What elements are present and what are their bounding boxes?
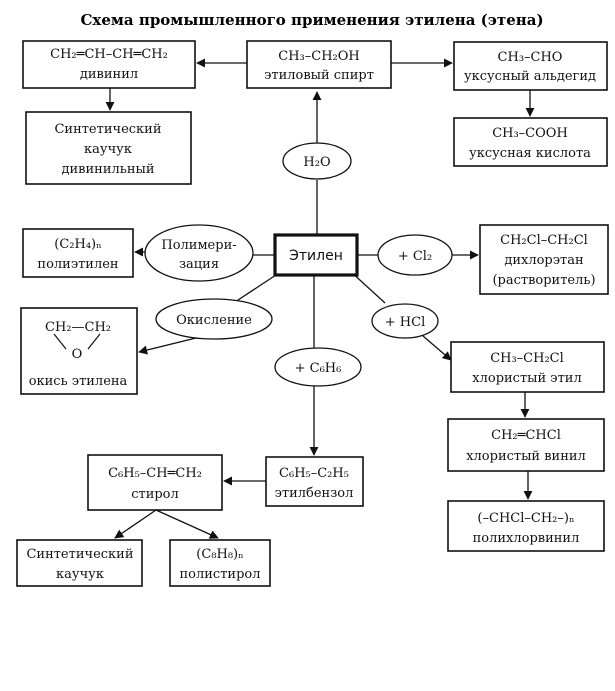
reagent-water: H₂O	[303, 155, 330, 170]
acetaldehyde-formula: CH₃–CHO	[498, 50, 563, 65]
ethylbenzene-formula: C₆H₅–C₂H₅	[279, 466, 349, 481]
box-polyethylene	[22, 228, 134, 278]
box-acetaldehyde	[453, 41, 608, 91]
ellipse-water	[282, 142, 352, 180]
box-styrene	[87, 454, 223, 511]
acetic-acid-formula: CH₃–COOH	[492, 126, 568, 141]
box-styrene-rubber	[16, 539, 143, 587]
chloroethane-name: хлористый этил	[472, 371, 581, 386]
divinyl-formula: CH₂═CH–CH═CH₂	[50, 47, 168, 62]
box-ethanol	[246, 40, 392, 89]
reagent-hcl: + HCl	[385, 315, 425, 330]
dichloroethane-name: дихлорэтан	[504, 253, 583, 268]
epoxide-ring	[53, 333, 101, 350]
ethylene-label: Этилен	[289, 248, 343, 264]
diagram-title: Схема промышленного применения этилена (…	[80, 11, 543, 29]
product-boxes	[16, 40, 609, 587]
ethylbenzene-name: этилбензол	[275, 486, 354, 501]
box-divinyl-rubber	[25, 111, 192, 185]
ethylene-oxide-carbons: CH₂—CH₂	[45, 320, 111, 335]
divinyl-rubber-line-3: дивинильный	[62, 162, 155, 177]
reaction-oxidation: Окисление	[176, 313, 252, 328]
reaction-ellipses	[144, 142, 453, 387]
styrene-rubber-line-2: каучук	[56, 567, 104, 582]
ellipse-chlorine	[377, 234, 453, 276]
acetic-acid-name: уксусная кислота	[469, 146, 591, 161]
polystyrene-name: полистирол	[180, 567, 261, 582]
chloroethane-formula: CH₃–CH₂Cl	[490, 351, 564, 366]
ethanol-name: этиловый спирт	[264, 68, 374, 83]
acetaldehyde-name: уксусный альдегид	[464, 69, 596, 84]
styrene-formula: C₆H₅–CH═CH₂	[108, 466, 202, 481]
ethylene-oxide-oxygen: O	[72, 347, 83, 362]
styrene-rubber-line-1: Синтетический	[26, 547, 133, 562]
arrow-to-chloroethane	[422, 335, 452, 361]
box-polystyrene	[169, 539, 271, 587]
box-chloroethane	[450, 341, 605, 393]
styrene-name: стирол	[131, 487, 179, 502]
polystyrene-formula: (C₈H₈)ₙ	[196, 547, 243, 562]
reaction-polymerization-1: Полимери-	[161, 238, 236, 253]
ellipse-polymerization	[144, 224, 254, 282]
dichloroethane-note: (растворитель)	[492, 273, 595, 288]
ethanol-formula: CH₃–CH₂OH	[278, 49, 360, 64]
box-divinyl	[22, 40, 196, 89]
arrow-to-ethylene-oxide	[138, 337, 197, 355]
reagent-benzene: + C₆H₆	[295, 361, 342, 376]
polyethylene-name: полиэтилен	[37, 257, 118, 272]
divinyl-rubber-line-2: каучук	[84, 142, 132, 157]
arrow-to-styrene-rubber	[114, 509, 157, 539]
ethylene-oxide-name: окись этилена	[29, 374, 128, 389]
polyethylene-formula: (C₂H₄)ₙ	[54, 237, 101, 252]
ellipse-hcl	[371, 303, 439, 339]
pvc-formula: (–CHCl–CH₂–)ₙ	[477, 511, 574, 526]
reagent-chlorine: + Cl₂	[398, 249, 432, 264]
pvc-name: полихлорвинил	[473, 531, 580, 546]
box-ethylene-oxide	[20, 307, 138, 395]
box-pvc	[447, 500, 605, 552]
vinyl-chloride-name: хлористый винил	[466, 449, 586, 464]
box-ethylene	[273, 233, 359, 277]
box-dichloroethane	[479, 224, 609, 295]
dichloroethane-formula: CH₂Cl–CH₂Cl	[500, 233, 588, 248]
ellipse-oxidation	[155, 298, 273, 340]
divinyl-rubber-line-1: Синтетический	[54, 122, 161, 137]
reaction-polymerization-2: зация	[179, 257, 219, 272]
arrow-to-polystyrene	[155, 509, 219, 539]
vinyl-chloride-formula: CH₂═CHCl	[491, 428, 561, 443]
box-ethylbenzene	[265, 456, 364, 507]
divinyl-name: дивинил	[80, 67, 138, 82]
box-acetic-acid	[453, 117, 608, 167]
ellipse-benzene	[274, 347, 362, 387]
box-vinyl-chloride	[447, 418, 605, 472]
